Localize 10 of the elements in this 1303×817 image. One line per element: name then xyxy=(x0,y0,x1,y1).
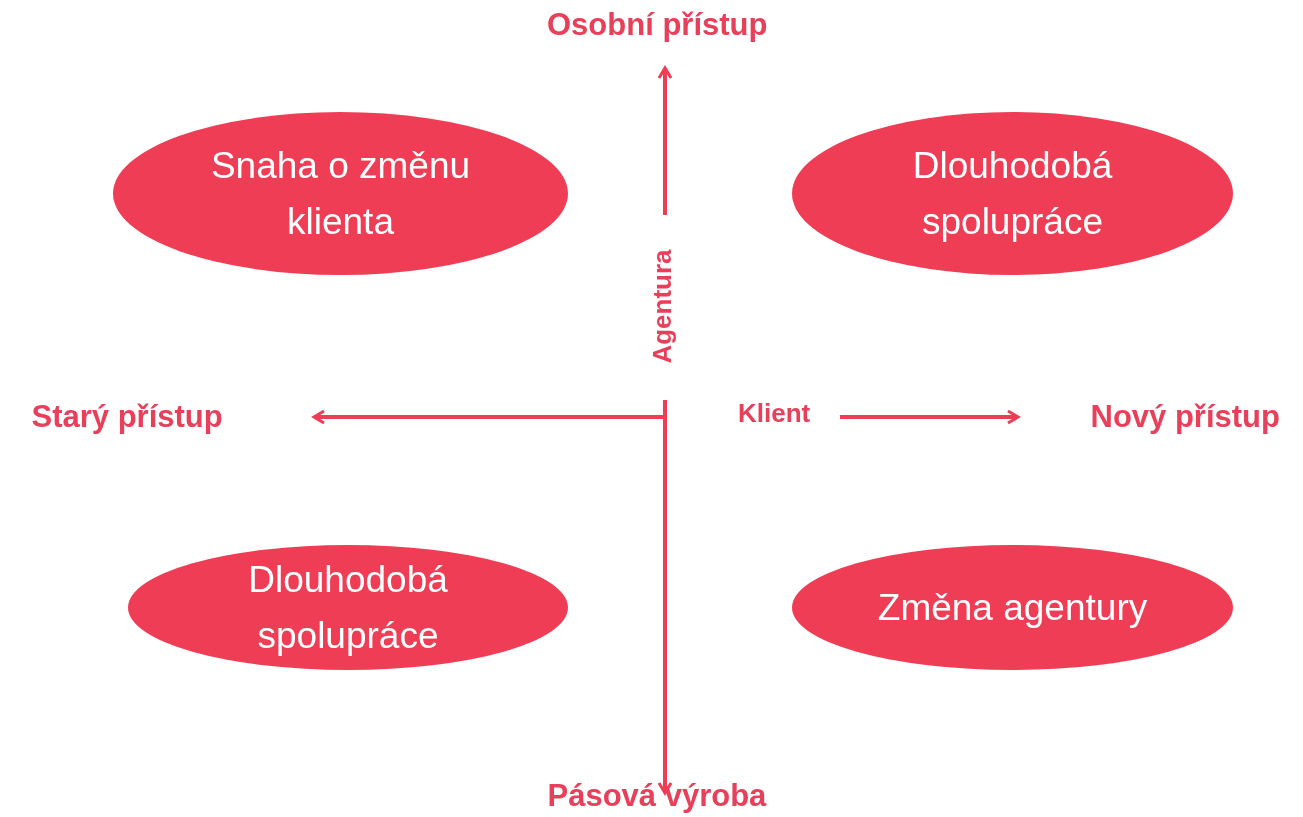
node-label: Snaha o změnu klienta xyxy=(209,144,472,244)
axis-label: Agentura xyxy=(646,248,678,364)
axis-label: Klient xyxy=(738,397,811,429)
axis-label: Osobní přístup xyxy=(547,7,768,43)
axis-label: Pásová výroba xyxy=(547,778,767,814)
node-label: Dlouhodobá spolupráce xyxy=(911,144,1114,244)
axis-label: Starý přístup xyxy=(31,399,223,435)
axis-label: Nový přístup xyxy=(1090,399,1280,435)
node-label: Dlouhodobá spolupráce xyxy=(247,558,449,658)
node-label: Změna agentury xyxy=(877,585,1148,630)
